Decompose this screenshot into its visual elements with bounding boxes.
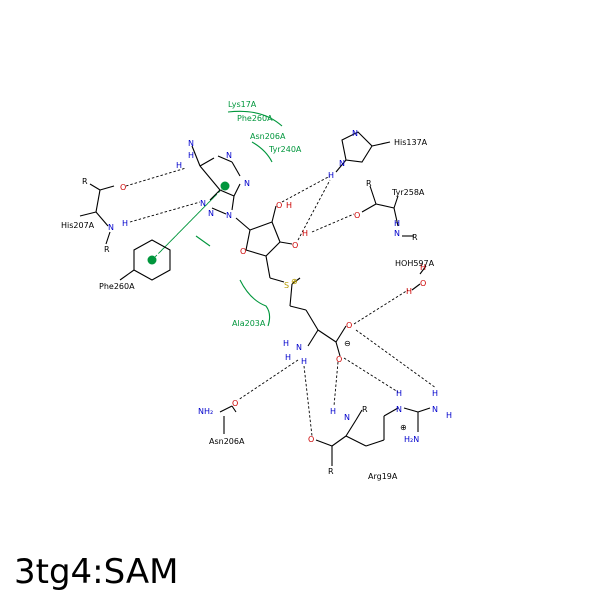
atom-plus-arg19: ⊕ [400, 423, 407, 432]
atom-h-hoh-2: H [406, 287, 412, 296]
atom-o-carboxyl-1: O [346, 321, 352, 330]
atom-n-adenine-4: N [208, 209, 214, 218]
hbond-tyr258 [311, 213, 355, 233]
atom-o-asn206: O [232, 399, 238, 408]
residue-label-his207: His207A [61, 221, 95, 230]
hbond-arg19-3 [333, 361, 339, 407]
pi-stack-line-1 [151, 186, 225, 261]
hbond-arg19-backbone [303, 365, 313, 437]
atom-h-arg19-ne: H [396, 389, 402, 398]
residue-label-hoh597: HOH597A [395, 259, 435, 268]
atom-n-adenine-3: N [200, 199, 206, 208]
atom-h-arg19-n: H [330, 407, 336, 416]
atom-s-plus: ⊕ [291, 277, 298, 286]
atom-n-his137: N [339, 159, 345, 168]
atom-h-arg19-nh1: H [432, 389, 438, 398]
atom-n-his207: N [108, 223, 114, 232]
residue-labels: Lys17A Phe260A Asn206A Tyr240A His137A T… [61, 100, 435, 481]
atom-o-hoh: O [420, 279, 426, 288]
pi-interactions [147, 181, 230, 265]
hydrophobic-arc-asn206 [251, 141, 273, 163]
atom-o-ribose-1: O [276, 201, 282, 210]
bonds [79, 131, 431, 466]
atom-h-amino-3: H [301, 357, 307, 366]
ring-centroid-phe260 [147, 255, 157, 265]
residue-label-lys17: Lys17A [228, 100, 257, 109]
atom-h-hoh-1: H [420, 263, 426, 272]
atom-n-arg19: N [344, 413, 350, 422]
residue-label-tyr258: Tyr258A [391, 188, 425, 197]
atom-n-adenine-2: N [244, 179, 250, 188]
atom-h-arg19-nh1-2: H [446, 411, 452, 420]
hydrophobic-arcs [195, 110, 283, 327]
atom-h-his137: H [328, 171, 334, 180]
hbond-his137-o2 [297, 179, 331, 241]
atom-carboxyl-minus: ⊖ [344, 339, 351, 348]
atom-n-amino: N [296, 343, 302, 352]
atom-o-ring: O [240, 247, 246, 256]
residue-label-asn206-bottom: Asn206A [209, 437, 245, 446]
atom-r-tyr258-2: R [412, 233, 418, 242]
atom-r-tyr258: R [366, 179, 372, 188]
atom-r-his207-2: R [104, 245, 110, 254]
hydrogen-bonds [125, 167, 437, 437]
diagram-title: 3tg4:SAM [14, 552, 179, 592]
residue-label-asn206-top: Asn206A [250, 132, 286, 141]
atom-h-amino-2: H [285, 353, 291, 362]
atom-h2n-arg19: H₂N [404, 435, 419, 444]
atom-h-amine: H [188, 151, 194, 160]
hydrophobic-arc-phe260 [195, 235, 211, 247]
atom-n-adenine-1: N [226, 151, 232, 160]
atom-n-arg19-ne: N [396, 405, 402, 414]
atom-h-his207: H [122, 219, 128, 228]
atom-n-his137-2: N [352, 129, 358, 138]
atom-r-his207: R [82, 177, 88, 186]
atom-labels: N H H N N N N N O R N H R O H O H O S ⊕ … [82, 129, 452, 476]
atom-o-tyr258: O [354, 211, 360, 220]
atom-o-his207: O [120, 183, 126, 192]
atom-h-amine-2: H [176, 161, 182, 170]
atom-h-ribose-2: H [302, 229, 308, 238]
residue-label-arg19: Arg19A [368, 472, 398, 481]
atom-nh2-asn206: NH₂ [198, 407, 213, 416]
hydrophobic-arc-ala203 [239, 279, 271, 327]
atom-h-tyr258: H [394, 219, 400, 228]
residue-label-phe260-left: Phe260A [99, 282, 135, 291]
residue-label-ala203: Ala203A [232, 319, 266, 328]
atom-s-sulfonium: S [284, 281, 289, 290]
hbond-hoh597 [353, 289, 409, 325]
hbond-arg19-2 [343, 357, 399, 393]
atom-o-carboxyl-2: O [336, 355, 342, 364]
atom-n-amine: N [188, 139, 194, 148]
atom-n-tyr258: N [394, 229, 400, 238]
residue-label-tyr240: Tyr240A [268, 145, 302, 154]
atom-n-adenine-9: N [226, 211, 232, 220]
hydrophobic-arc-lys17 [227, 110, 283, 127]
hbond-his137-o [281, 175, 331, 203]
atom-r-arg19: R [328, 467, 334, 476]
atom-h-amino-1: H [283, 339, 289, 348]
hbond-arg19-1 [355, 329, 437, 389]
residue-label-phe260-top: Phe260A [237, 114, 273, 123]
atom-o-ribose-2: O [292, 241, 298, 250]
ring-centroid-adenine [220, 181, 230, 191]
hbond-his207-adenine [125, 167, 187, 187]
atom-h-ribose-1: H [286, 201, 292, 210]
atom-r-arg19-2: R [362, 405, 368, 414]
hbond-his207-n [129, 201, 201, 223]
atom-n-arg19-nh1: N [432, 405, 438, 414]
hbond-asn206 [237, 359, 299, 401]
residue-label-his137: His137A [394, 138, 428, 147]
atom-o-arg19: O [308, 435, 314, 444]
